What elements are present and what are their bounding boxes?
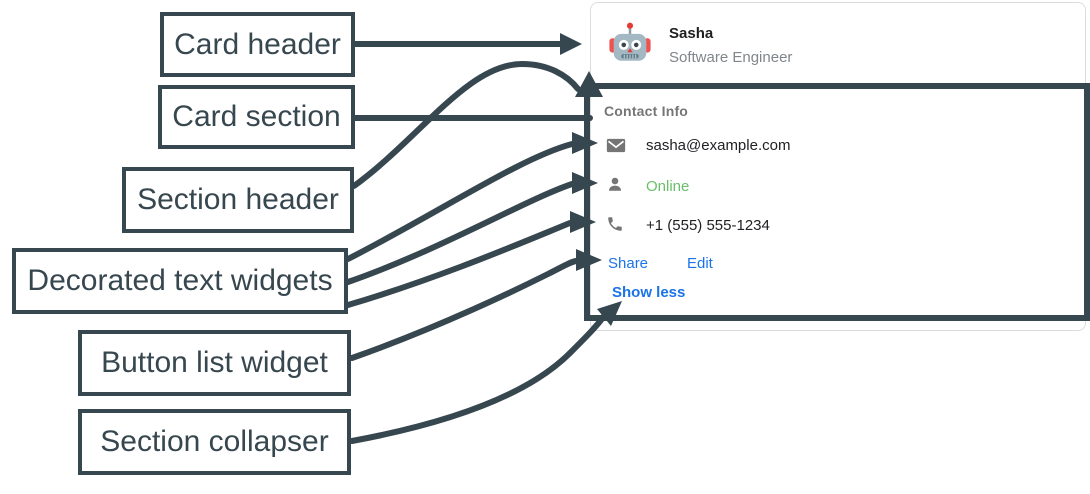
arrow-decorated-3	[345, 220, 573, 308]
label-decorated-text-widgets: Decorated text widgets	[12, 248, 348, 314]
status-text: Online	[646, 178, 690, 195]
label-card-header: Card header	[160, 12, 355, 77]
arrow-decorated-1	[345, 141, 575, 262]
edit-button[interactable]: Edit	[687, 255, 713, 272]
person-icon	[606, 175, 624, 198]
label-section-collapser: Section collapser	[78, 409, 351, 475]
phone-text: +1 (555) 555-1234	[646, 217, 770, 234]
arrow-section-collapser	[349, 313, 607, 444]
email-text: sasha@example.com	[646, 137, 791, 154]
phone-icon	[606, 215, 624, 238]
arrow-section-header	[351, 60, 581, 189]
email-icon	[606, 138, 626, 158]
label-button-list-widget: Button list widget	[78, 330, 351, 396]
arrow-button-list	[349, 258, 579, 361]
show-less-button[interactable]: Show less	[612, 284, 686, 301]
card-title: Sasha	[669, 25, 714, 42]
label-section-header: Section header	[122, 167, 354, 233]
section-header-text: Contact Info	[604, 103, 689, 119]
share-button[interactable]: Share	[608, 255, 649, 272]
card-subtitle: Software Engineer	[669, 49, 793, 66]
contact-card: Sasha Software Engineer Contact Info sas…	[590, 2, 1086, 331]
robot-avatar-icon	[607, 20, 653, 66]
arrow-decorated-2	[345, 181, 575, 285]
arrowhead-card-header	[560, 33, 582, 55]
label-card-section: Card section	[158, 85, 355, 149]
